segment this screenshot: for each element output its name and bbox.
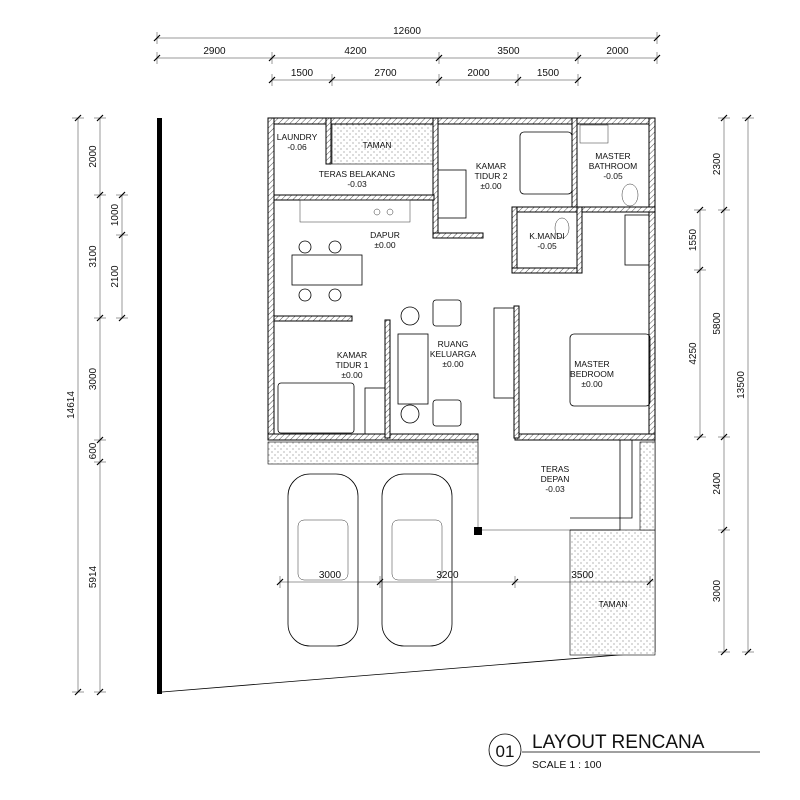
side-planter [639, 441, 656, 531]
room-name: BEDROOM [570, 369, 614, 379]
room-name: KAMAR [476, 161, 506, 171]
room-name: TIDUR 2 [474, 171, 507, 181]
room-name: TAMAN [362, 140, 391, 150]
room-level: -0.03 [347, 179, 367, 189]
dimension-value: 5800 [712, 312, 723, 335]
dimension-value: 3500 [497, 46, 520, 57]
room-name: TIDUR 1 [335, 360, 368, 370]
room-label: TAMAN [362, 140, 391, 150]
dimension-value: 2000 [88, 145, 99, 168]
front-planter [267, 441, 479, 465]
dimension-value: 3000 [319, 570, 342, 581]
dimension-value: 2300 [712, 152, 723, 175]
dimension-value: 3200 [436, 570, 459, 581]
dimension-value: 2700 [374, 68, 397, 79]
dimension-value: 2900 [203, 46, 226, 57]
room-name: MASTER [595, 151, 630, 161]
dimension-value: 5914 [88, 565, 99, 588]
room-name: DAPUR [370, 230, 400, 240]
garden-back [331, 123, 437, 165]
room-name: MASTER [574, 359, 609, 369]
dimension-value: 3500 [571, 570, 594, 581]
title-number: 01 [496, 742, 515, 761]
dimension-value: 1500 [537, 68, 560, 79]
room-label: LAUNDRY-0.06 [277, 132, 318, 152]
room-name: RUANG [438, 339, 469, 349]
room-level: -0.05 [603, 171, 623, 181]
room-level: ±0.00 [480, 181, 501, 191]
room-name: BATHROOM [589, 161, 637, 171]
room-name: TERAS [541, 464, 570, 474]
dimension-value: 2000 [467, 68, 490, 79]
room-name: TAMAN [598, 599, 627, 609]
title-block: 01 LAYOUT RENCANA SCALE 1 : 100 [488, 732, 760, 771]
dimension-value: 12600 [393, 26, 421, 37]
dimension-value: 1000 [110, 203, 121, 226]
dimension-value: 4250 [688, 342, 699, 365]
room-level: -0.03 [545, 484, 565, 494]
dimension-value: 1550 [688, 228, 699, 251]
room-name: LAUNDRY [277, 132, 318, 142]
title-text: LAYOUT RENCANA [532, 732, 705, 753]
room-level: ±0.00 [442, 359, 463, 369]
dimension-value: 4200 [344, 46, 367, 57]
room-name: DEPAN [541, 474, 570, 484]
dimension-value: 3000 [88, 367, 99, 390]
room-label: K.MANDI-0.05 [529, 231, 564, 251]
room-level: ±0.00 [581, 379, 602, 389]
room-level: ±0.00 [341, 370, 362, 380]
room-name: KELUARGA [430, 349, 477, 359]
room-label: DAPUR±0.00 [370, 230, 400, 250]
dimension-value: 3000 [712, 579, 723, 602]
room-name: K.MANDI [529, 231, 564, 241]
dimension-value: 3100 [88, 245, 99, 268]
furniture [277, 124, 651, 435]
scale-text: SCALE 1 : 100 [532, 759, 602, 771]
room-name: TERAS BELAKANG [319, 169, 396, 179]
dimension-value: 1500 [291, 68, 314, 79]
title-number-circle [488, 733, 522, 767]
dimension-value: 2100 [110, 265, 121, 288]
garden-front [569, 529, 656, 656]
walls [267, 117, 656, 441]
dimension-value: 2000 [606, 46, 629, 57]
room-level: -0.05 [537, 241, 557, 251]
dimension-value: 600 [88, 442, 99, 459]
dimension-value: 2400 [712, 472, 723, 495]
room-label: TAMAN [598, 599, 627, 609]
room-name: KAMAR [337, 350, 367, 360]
dimension-lines: 12600 2900 4200 3500 2000 1500 2700 2000 1500 300… [66, 26, 754, 696]
room-level: ±0.00 [374, 240, 395, 250]
dimension-value: 13500 [736, 371, 747, 399]
cars [287, 440, 633, 647]
room-level: -0.06 [287, 142, 307, 152]
dimension-value: 14614 [66, 391, 77, 419]
room-label: TERAS BELAKANG-0.03 [319, 169, 396, 189]
